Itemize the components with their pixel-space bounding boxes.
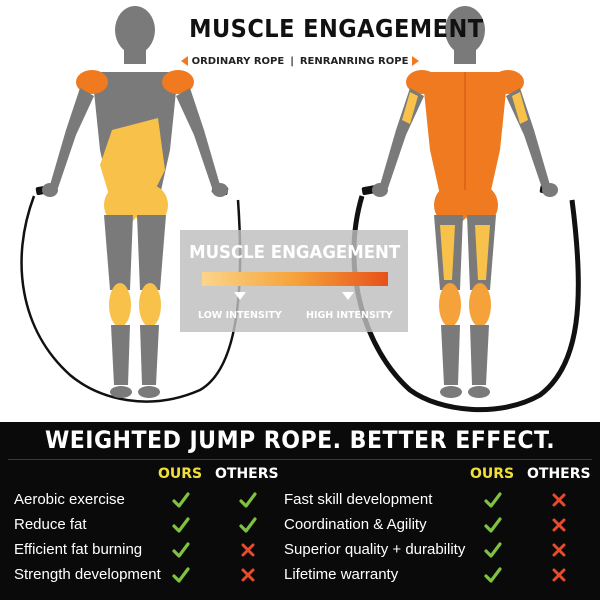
left-feature-label: Efficient fat burning [14, 541, 143, 558]
muscle-figures [20, 6, 581, 413]
check-icon [239, 492, 257, 508]
weighted-rope-figure [351, 6, 581, 413]
right-feature-label: Lifetime warranty [284, 566, 399, 583]
rope-comparison-subtitle: ORDINARY ROPE | RENRANRING ROPE [180, 54, 420, 68]
comparison-headline: WEIGHTED JUMP ROPE. BETTER EFFECT. [44, 426, 556, 454]
left-others-header: OTHERS [215, 466, 279, 482]
weighted-rope-label: RENRANRING ROPE [299, 55, 409, 67]
right-feature-label: Fast skill development [284, 491, 433, 508]
low-intensity-label: LOW INTENSITY [198, 310, 282, 321]
check-icon [172, 517, 190, 533]
right-others-header: OTHERS [527, 466, 591, 482]
subtitle-separator: | [290, 55, 294, 67]
headline-divider [8, 459, 592, 460]
check-icon [172, 567, 190, 583]
muscle-diagram-area [0, 0, 600, 422]
right-feature-label: Coordination & Agility [284, 516, 427, 533]
right-ours-header: OURS [470, 466, 515, 482]
triangle-left-icon [180, 56, 188, 66]
check-icon [484, 567, 502, 583]
high-intensity-marker-icon [342, 292, 354, 300]
left-ours-header: OURS [158, 466, 203, 482]
cross-icon [239, 542, 257, 558]
page-title: MUSCLE ENGAGEMENT [189, 14, 484, 43]
cross-icon [239, 567, 257, 583]
check-icon [484, 517, 502, 533]
left-feature-label: Reduce fat [14, 516, 87, 533]
intensity-panel-title: MUSCLE ENGAGEMENT [189, 242, 401, 263]
check-icon [172, 542, 190, 558]
check-icon [172, 492, 190, 508]
low-intensity-marker-icon [234, 292, 246, 300]
intensity-gradient-bar [202, 272, 388, 286]
intensity-panel: MUSCLE ENGAGEMENT LOW INTENSITY HIGH INT… [180, 230, 408, 332]
cross-icon [550, 567, 568, 583]
check-icon [484, 542, 502, 558]
cross-icon [550, 492, 568, 508]
ordinary-rope-figure [20, 6, 242, 403]
high-intensity-label: HIGH INTENSITY [306, 310, 393, 321]
cross-icon [550, 542, 568, 558]
triangle-right-icon [412, 56, 420, 66]
ordinary-rope-label: ORDINARY ROPE [191, 55, 285, 67]
right-feature-label: Superior quality + durability [284, 541, 466, 558]
cross-icon [550, 517, 568, 533]
left-feature-label: Strength development [14, 566, 161, 583]
check-icon [239, 517, 257, 533]
check-icon [484, 492, 502, 508]
left-feature-label: Aerobic exercise [14, 491, 125, 508]
